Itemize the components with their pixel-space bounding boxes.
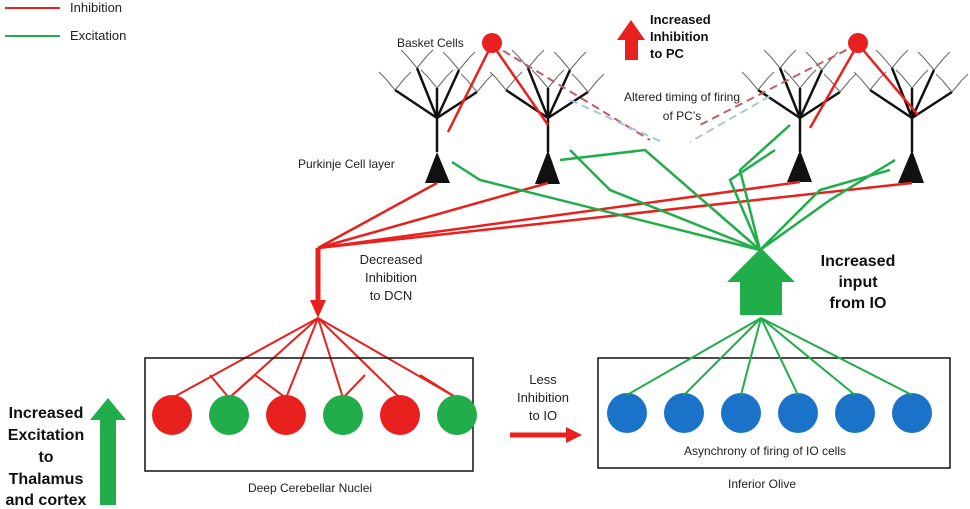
dendritic-tree-4 [869,67,953,152]
basket-cell-left [482,33,502,53]
dashed-blue-right [689,95,771,143]
dashed-projections [491,43,859,143]
io-cell-5 [835,393,875,433]
purkinje-soma-2 [535,150,560,184]
less-inhibition-io-3: to IO [529,408,557,423]
climbing-fibers [451,124,896,252]
less-inhibition-io-1: Less [529,372,557,387]
basket-cell-right [848,33,868,53]
altered-timing-label-2: of PC’s [663,109,701,123]
dcn-cell-6-excitatory [437,395,477,435]
increased-input-io-2: input [838,274,878,291]
io-outputs [626,317,913,396]
dendritic-tree-3 [757,67,841,152]
dendritic-tree-2 [505,67,589,152]
purkinje-dendrite-twigs [378,49,969,93]
purkinje-soma-4 [898,150,924,183]
dendritic-twigs-2 [489,49,605,93]
purkinje-layer-label: Purkinje Cell layer [298,157,395,171]
decreased-inhibition-dcn-3: to DCN [370,288,413,303]
increased-excitation-1: Increased [9,405,84,422]
dashed-red-right [699,43,859,126]
increased-excitation-2: Excitation [8,427,84,444]
dendritic-twigs-3 [741,49,857,93]
io-asynchrony-label: Asynchrony of firing of IO cells [684,444,846,458]
dcn-cell-2-excitatory [209,395,249,435]
less-inhibition-io-2: Inhibition [517,390,569,405]
legend-excitation-label: Excitation [70,28,126,43]
dcn-cell-3-inhibitory [266,395,306,435]
dcn-caption: Deep Cerebellar Nuclei [248,481,372,495]
increased-excitation-arrow [90,398,126,505]
io-cell-6 [892,393,932,433]
purkinje-axons [317,180,913,250]
purkinje-dendrites [394,67,953,152]
io-cells [607,393,932,433]
increased-input-io-3: from IO [830,295,887,312]
decreased-inhibition-dcn-2: Inhibition [365,270,417,285]
purkinje-soma-3 [787,150,812,182]
decreased-inhibition-arrow [310,248,326,318]
dashed-blue-left [569,99,663,143]
increased-inhibition-pc-3: to PC [650,46,685,61]
purkinje-soma-1 [425,152,450,183]
increased-excitation-5: and cortex [6,492,87,509]
dcn-box [144,357,474,472]
dcn-cell-5-inhibitory [380,395,420,435]
increased-excitation-3: to [38,449,53,466]
dcn-cell-1-inhibitory [152,395,192,435]
dcn-cells [152,395,477,435]
legend-inhibition-label: Inhibition [70,0,122,15]
dashed-red-left [491,43,651,141]
io-box [597,357,951,469]
io-cell-2 [664,393,704,433]
increased-inhibition-pc-2: Inhibition [650,29,709,44]
basket-cell-projections [446,43,919,133]
increased-input-io-1: Increased [821,253,896,270]
decreased-inhibition-dcn-1: Decreased [360,252,423,267]
io-cell-1 [607,393,647,433]
increased-input-arrow [727,248,795,315]
increased-excitation-4: Thalamus [9,471,84,488]
io-caption: Inferior Olive [728,477,796,491]
dendritic-twigs-1 [378,49,494,93]
legend: Inhibition Excitation [5,0,126,43]
dendritic-twigs-4 [853,49,969,93]
less-inhibition-arrow [510,427,582,443]
purkinje-somas [425,150,924,184]
io-cell-4 [778,393,818,433]
dendritic-tree-1 [394,67,478,152]
dcn-cell-4-excitatory [323,395,363,435]
io-cell-3 [721,393,761,433]
increased-inhibition-arrow [617,20,645,60]
basket-cells-label: Basket Cells [397,36,464,50]
increased-inhibition-pc-1: Increased [650,12,711,27]
altered-timing-label-1: Altered timing of firing [624,90,740,104]
